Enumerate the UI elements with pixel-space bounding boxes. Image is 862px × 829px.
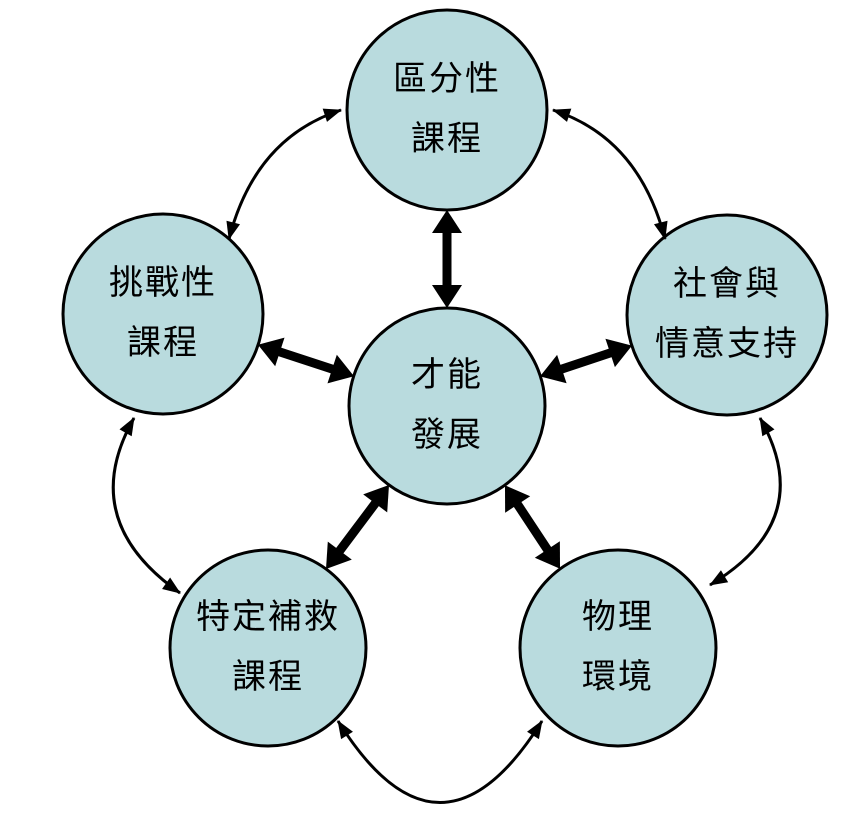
node-label-line: 區分性 bbox=[393, 61, 501, 98]
node-label-line: 課程 bbox=[411, 121, 483, 158]
node-label-social-emotional-support: 社會與 情意支持 bbox=[655, 255, 799, 375]
node-label-challenging-curriculum: 挑戰性 課程 bbox=[109, 254, 217, 374]
node-label-talent-development: 才能 發展 bbox=[411, 346, 483, 466]
node-label-line: 環境 bbox=[582, 659, 654, 696]
arrow-challenging-to-differentiated bbox=[226, 108, 342, 240]
node-label-specific-remedial-curriculum: 特定補救 課程 bbox=[196, 588, 340, 708]
arrow-social-emotional-to-physical-environment bbox=[709, 417, 782, 587]
node-label-line: 社會與 bbox=[673, 266, 781, 303]
node-label-physical-environment: 物理 環境 bbox=[582, 588, 654, 708]
node-label-line: 課程 bbox=[127, 325, 199, 362]
node-label-line: 課程 bbox=[232, 659, 304, 696]
arrow-talent-development-to-social-emotional bbox=[540, 338, 632, 384]
node-circle-physical-environment bbox=[518, 548, 718, 748]
arrow-talent-development-to-physical-environment bbox=[504, 485, 561, 569]
arrow-talent-development-to-specific-remedial bbox=[326, 485, 389, 569]
node-circle-talent-development bbox=[347, 306, 547, 506]
node-label-line: 才能 bbox=[411, 357, 483, 394]
arrow-challenging-to-specific-remedial bbox=[111, 417, 181, 595]
arrow-specific-remedial-to-physical-environment bbox=[336, 720, 544, 804]
arrow-talent-development-to-challenging bbox=[257, 337, 355, 384]
node-label-line: 挑戰性 bbox=[109, 265, 217, 302]
node-circle-specific-remedial-curriculum bbox=[168, 548, 368, 748]
node-label-line: 特定補救 bbox=[196, 599, 340, 636]
node-circle-challenging-curriculum bbox=[61, 212, 265, 416]
arrow-differentiated-to-social-emotional bbox=[552, 108, 668, 240]
node-circle-social-emotional-support bbox=[625, 213, 829, 417]
node-label-line: 發展 bbox=[411, 417, 483, 454]
node-label-line: 物理 bbox=[582, 599, 654, 636]
node-label-line: 情意支持 bbox=[655, 326, 799, 363]
node-label-differentiated-curriculum: 區分性 課程 bbox=[393, 50, 501, 170]
